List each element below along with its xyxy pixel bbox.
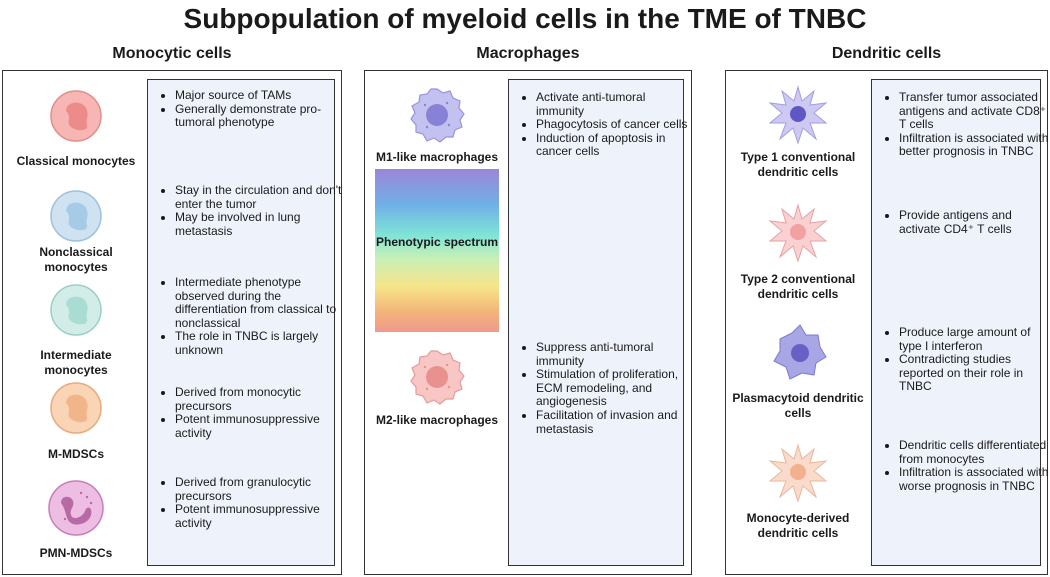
bullets-type2-dendritic-cells: Provide antigens and activate CD4⁺ T cel…	[883, 208, 1049, 236]
label-type2-conventional-dendritic-cells: Type 2 conventional dendritic cells	[740, 272, 856, 301]
bullets-m1-like-macrophages: Activate anti-tumoral immunity Phagocyto…	[520, 90, 694, 159]
bullets-pmn-mdscs: Derived from granulocytic precursors Pot…	[159, 475, 345, 530]
classical-monocyte-icon	[50, 90, 102, 142]
macrophages-text-box	[508, 79, 684, 566]
type2-dendritic-cell-icon	[768, 203, 828, 263]
intermediate-monocyte-icon	[50, 284, 102, 336]
dendritic-text-box	[871, 79, 1041, 566]
label-classical-monocytes: Classical monocytes	[16, 154, 136, 168]
panel-dendritic-cells: Type 1 conventional dendritic cells Tran…	[725, 70, 1048, 575]
bullet: Facilitation of invasion and metastasis	[536, 408, 694, 436]
phenotypic-spectrum-gradient: Phenotypic spectrum	[375, 169, 499, 332]
heading-macrophages: Macrophages	[476, 45, 580, 62]
heading-monocytic-cells: Monocytic cells	[112, 45, 232, 62]
panel-monocytic-cells: Classical monocytes Major source of TAMs…	[2, 70, 342, 575]
bullet: Generally demonstrate pro-tumoral phenot…	[175, 102, 345, 130]
bullet: Major source of TAMs	[175, 88, 345, 103]
bullet: Suppress anti-tumoral immunity	[536, 340, 694, 368]
bullet: Stimulation of proliferation, ECM remode…	[536, 367, 694, 409]
monocytic-text-box	[147, 79, 335, 566]
label-intermediate-monocytes: Intermediate monocytes	[40, 348, 112, 377]
bullets-monocyte-derived-dendritic-cells: Dendritic cells differentiated from mono…	[883, 438, 1049, 493]
label-nonclassical-monocytes: Nonclassical monocytes	[39, 245, 113, 274]
bullet: Potent immunosuppressive activity	[175, 412, 345, 440]
bullet: Infiltration is associated with better p…	[899, 131, 1049, 159]
heading-dendritic-cells: Dendritic cells	[831, 45, 942, 62]
label-pmn-mdscs: PMN-MDSCs	[39, 546, 113, 560]
bullets-intermediate-monocytes: Intermediate phenotype observed during t…	[159, 275, 345, 358]
bullets-m-mdscs: Derived from monocytic precursors Potent…	[159, 385, 345, 440]
type1-dendritic-cell-icon	[768, 85, 828, 145]
bullet: Induction of apoptosis in cancer cells	[536, 131, 694, 159]
bullets-classical-monocytes: Major source of TAMs Generally demonstra…	[159, 88, 345, 130]
label-m1-like-macrophages: M1-like macrophages	[375, 150, 499, 164]
pmn-mdsc-icon	[48, 480, 104, 536]
bullet: Activate anti-tumoral immunity	[536, 90, 694, 118]
bullet: Derived from monocytic precursors	[175, 385, 345, 413]
bullet: May be involved in lung metastasis	[175, 210, 345, 238]
bullet: Derived from granulocytic precursors	[175, 475, 345, 503]
bullet: Dendritic cells differentiated from mono…	[899, 438, 1049, 466]
bullet: Provide antigens and activate CD4⁺ T cel…	[899, 208, 1049, 236]
nonclassical-monocyte-icon	[50, 190, 102, 242]
monocyte-derived-dendritic-cell-icon	[768, 443, 828, 503]
label-type1-conventional-dendritic-cells: Type 1 conventional dendritic cells	[740, 150, 856, 179]
bullet: Transfer tumor associated antigens and a…	[899, 90, 1049, 132]
bullet: Potent immunosuppressive activity	[175, 502, 345, 530]
label-m-mdscs: M-MDSCs	[48, 447, 104, 461]
bullet: Stay in the circulation and don't enter …	[175, 183, 345, 211]
bullets-type1-dendritic-cells: Transfer tumor associated antigens and a…	[883, 90, 1049, 159]
bullets-m2-like-macrophages: Suppress anti-tumoral immunity Stimulati…	[520, 340, 694, 436]
bullets-plasmacytoid-dendritic-cells: Produce large amount of type I interfero…	[883, 325, 1049, 394]
panel-macrophages: M1-like macrophages Phenotypic spectrum …	[364, 70, 692, 575]
bullet: Contradicting studies reported on their …	[899, 352, 1049, 394]
plasmacytoid-dendritic-cell-icon	[773, 324, 827, 380]
label-plasmacytoid-dendritic-cells: Plasmacytoid dendritic cells	[732, 391, 864, 420]
m1-macrophage-icon	[410, 88, 465, 143]
bullet: Infiltration is associated with worse pr…	[899, 465, 1049, 493]
bullets-nonclassical-monocytes: Stay in the circulation and don't enter …	[159, 183, 345, 238]
m2-macrophage-icon	[410, 350, 465, 405]
label-monocyte-derived-dendritic-cells: Monocyte-derived dendritic cells	[746, 511, 850, 540]
bullet: The role in TNBC is largely unknown	[175, 330, 345, 357]
figure-title: Subpopulation of myeloid cells in the TM…	[183, 3, 867, 34]
bullet: Produce large amount of type I interfero…	[899, 325, 1049, 353]
label-m2-like-macrophages: M2-like macrophages	[375, 413, 499, 427]
m-mdsc-icon	[50, 382, 102, 434]
phenotypic-spectrum-label: Phenotypic spectrum	[375, 235, 499, 249]
bullet: Intermediate phenotype observed during t…	[175, 275, 345, 330]
bullet: Phagocytosis of cancer cells	[536, 118, 694, 132]
